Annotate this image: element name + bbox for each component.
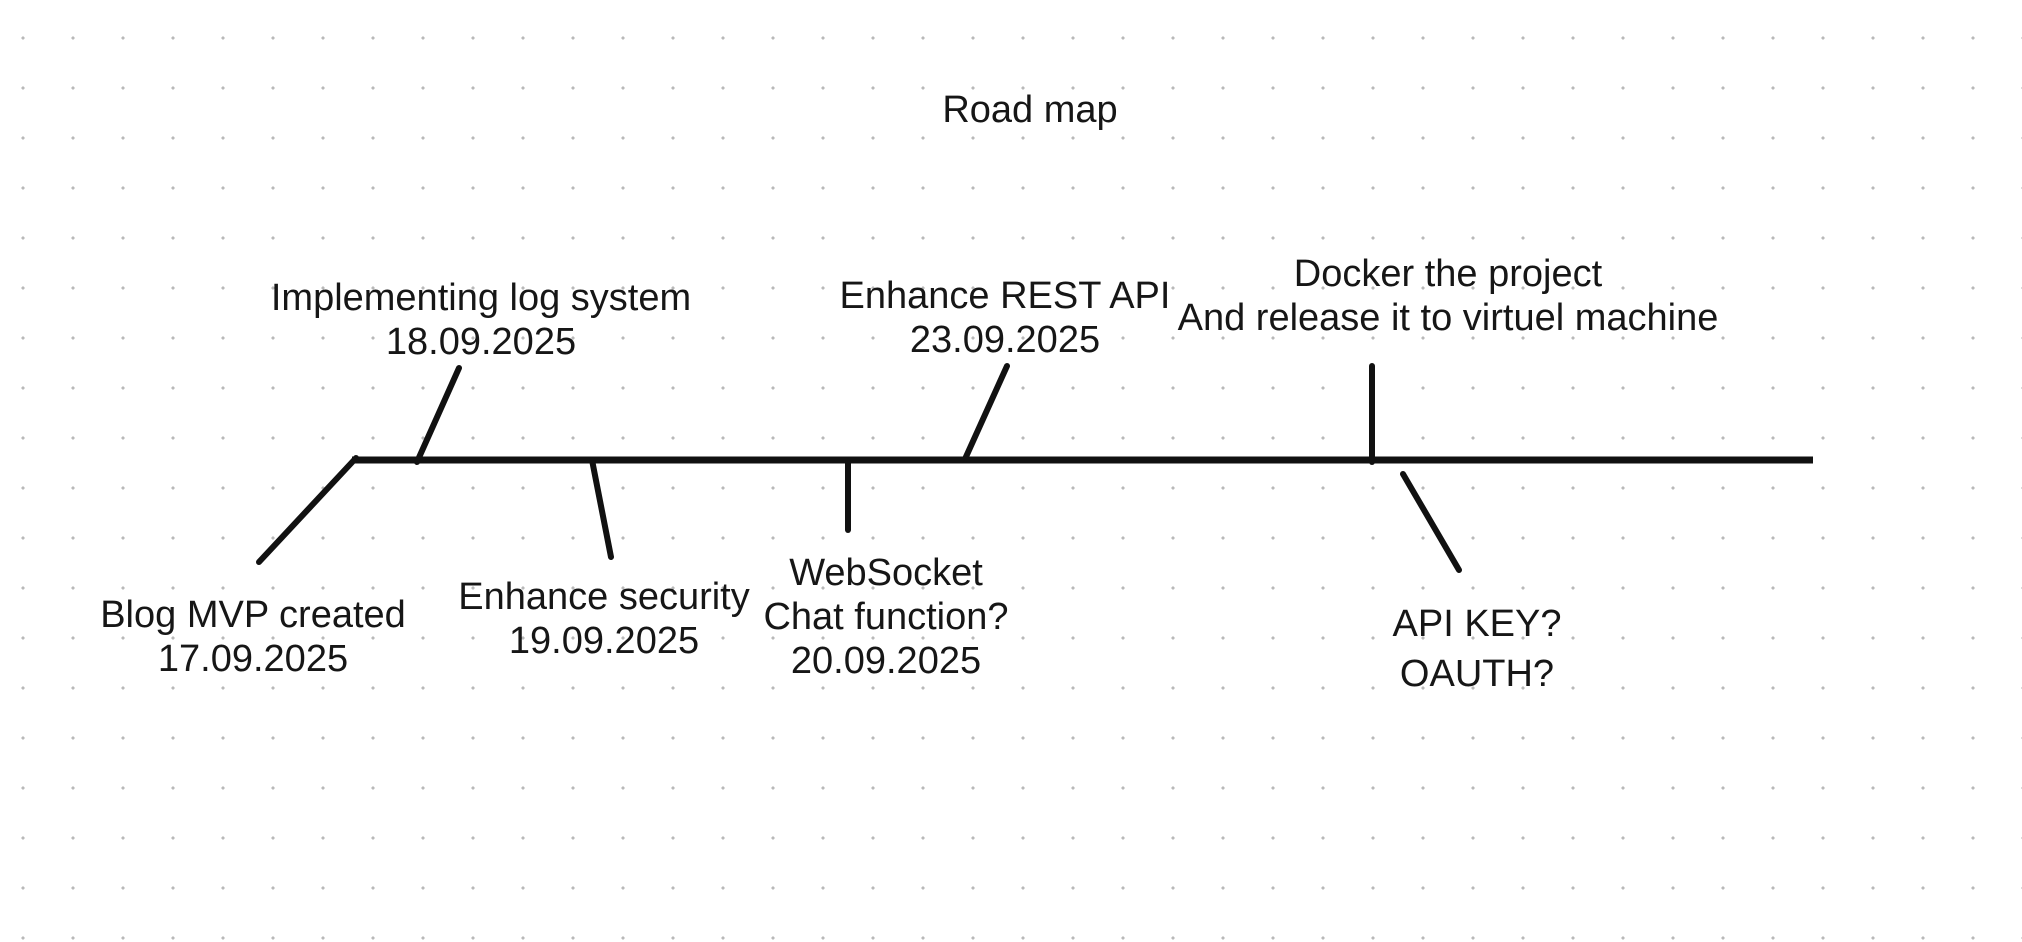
milestone-date: 19.09.2025 <box>508 620 700 662</box>
milestone-text: Docker the project <box>1293 253 1603 295</box>
milestone-date: 18.09.2025 <box>385 321 577 363</box>
milestone-label-docker[interactable]: Docker the project And release it to vir… <box>1178 252 1719 340</box>
branch-rest-api[interactable] <box>962 363 1010 462</box>
milestone-text: API KEY? <box>1392 603 1562 645</box>
milestone-text: OAUTH? <box>1399 653 1555 695</box>
milestone-text: Enhance security <box>458 576 750 618</box>
milestone-text: Implementing log system <box>270 277 692 319</box>
branch-api-auth[interactable] <box>1400 471 1462 573</box>
page-title[interactable]: Road map <box>942 89 1118 131</box>
milestone-text: Chat function? <box>763 596 1009 638</box>
milestone-label-api-auth[interactable]: API KEY? OAUTH? <box>1393 599 1562 699</box>
milestone-label-websocket[interactable]: WebSocket Chat function? 20.09.2025 <box>763 551 1008 683</box>
milestone-label-rest-api[interactable]: Enhance REST API 23.09.2025 <box>840 274 1171 362</box>
milestone-label-blog-mvp[interactable]: Blog MVP created 17.09.2025 <box>100 593 406 681</box>
milestone-date: 17.09.2025 <box>157 638 349 680</box>
milestone-label-log-system[interactable]: Implementing log system 18.09.2025 <box>271 276 691 364</box>
milestone-date: 20.09.2025 <box>790 640 982 682</box>
branch-blog-mvp[interactable] <box>256 455 359 565</box>
milestone-label-security[interactable]: Enhance security 19.09.2025 <box>458 575 750 663</box>
branch-security[interactable] <box>589 457 614 560</box>
branch-log-system[interactable] <box>414 365 462 465</box>
milestone-text: Enhance REST API <box>839 275 1171 317</box>
milestone-text: Blog MVP created <box>100 594 406 636</box>
milestone-text: And release it to virtuel machine <box>1177 297 1719 339</box>
milestone-date: 23.09.2025 <box>909 319 1101 361</box>
milestone-text: WebSocket <box>789 552 983 594</box>
